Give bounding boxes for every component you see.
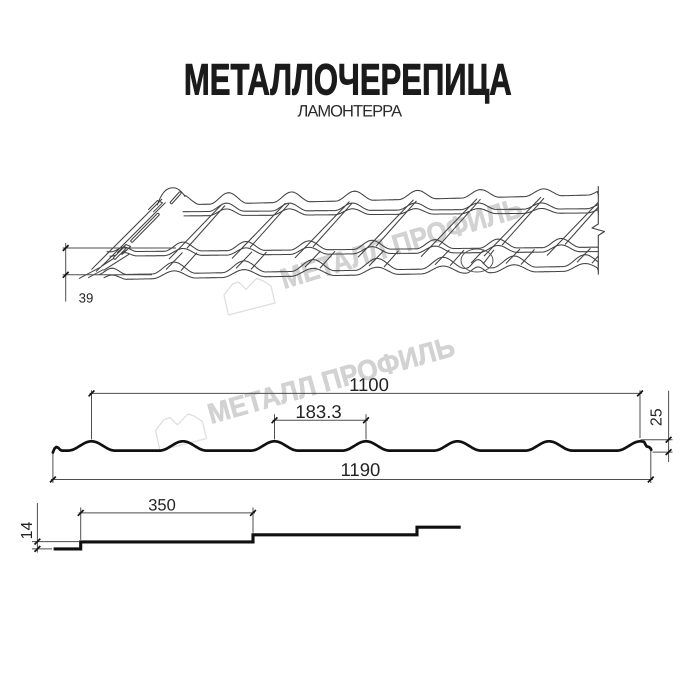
svg-text:350: 350 (148, 496, 176, 514)
svg-text:ЛАМОНТЕРРА: ЛАМОНТЕРРА (298, 102, 403, 120)
svg-text:183.3: 183.3 (295, 401, 341, 422)
svg-text:МЕТАЛЛОЧЕРЕПИЦА: МЕТАЛЛОЧЕРЕПИЦА (184, 56, 512, 105)
svg-text:25: 25 (649, 408, 666, 426)
svg-text:1100: 1100 (349, 374, 389, 395)
svg-text:1190: 1190 (341, 459, 381, 480)
svg-text:14: 14 (19, 522, 36, 540)
svg-text:39: 39 (79, 291, 94, 306)
